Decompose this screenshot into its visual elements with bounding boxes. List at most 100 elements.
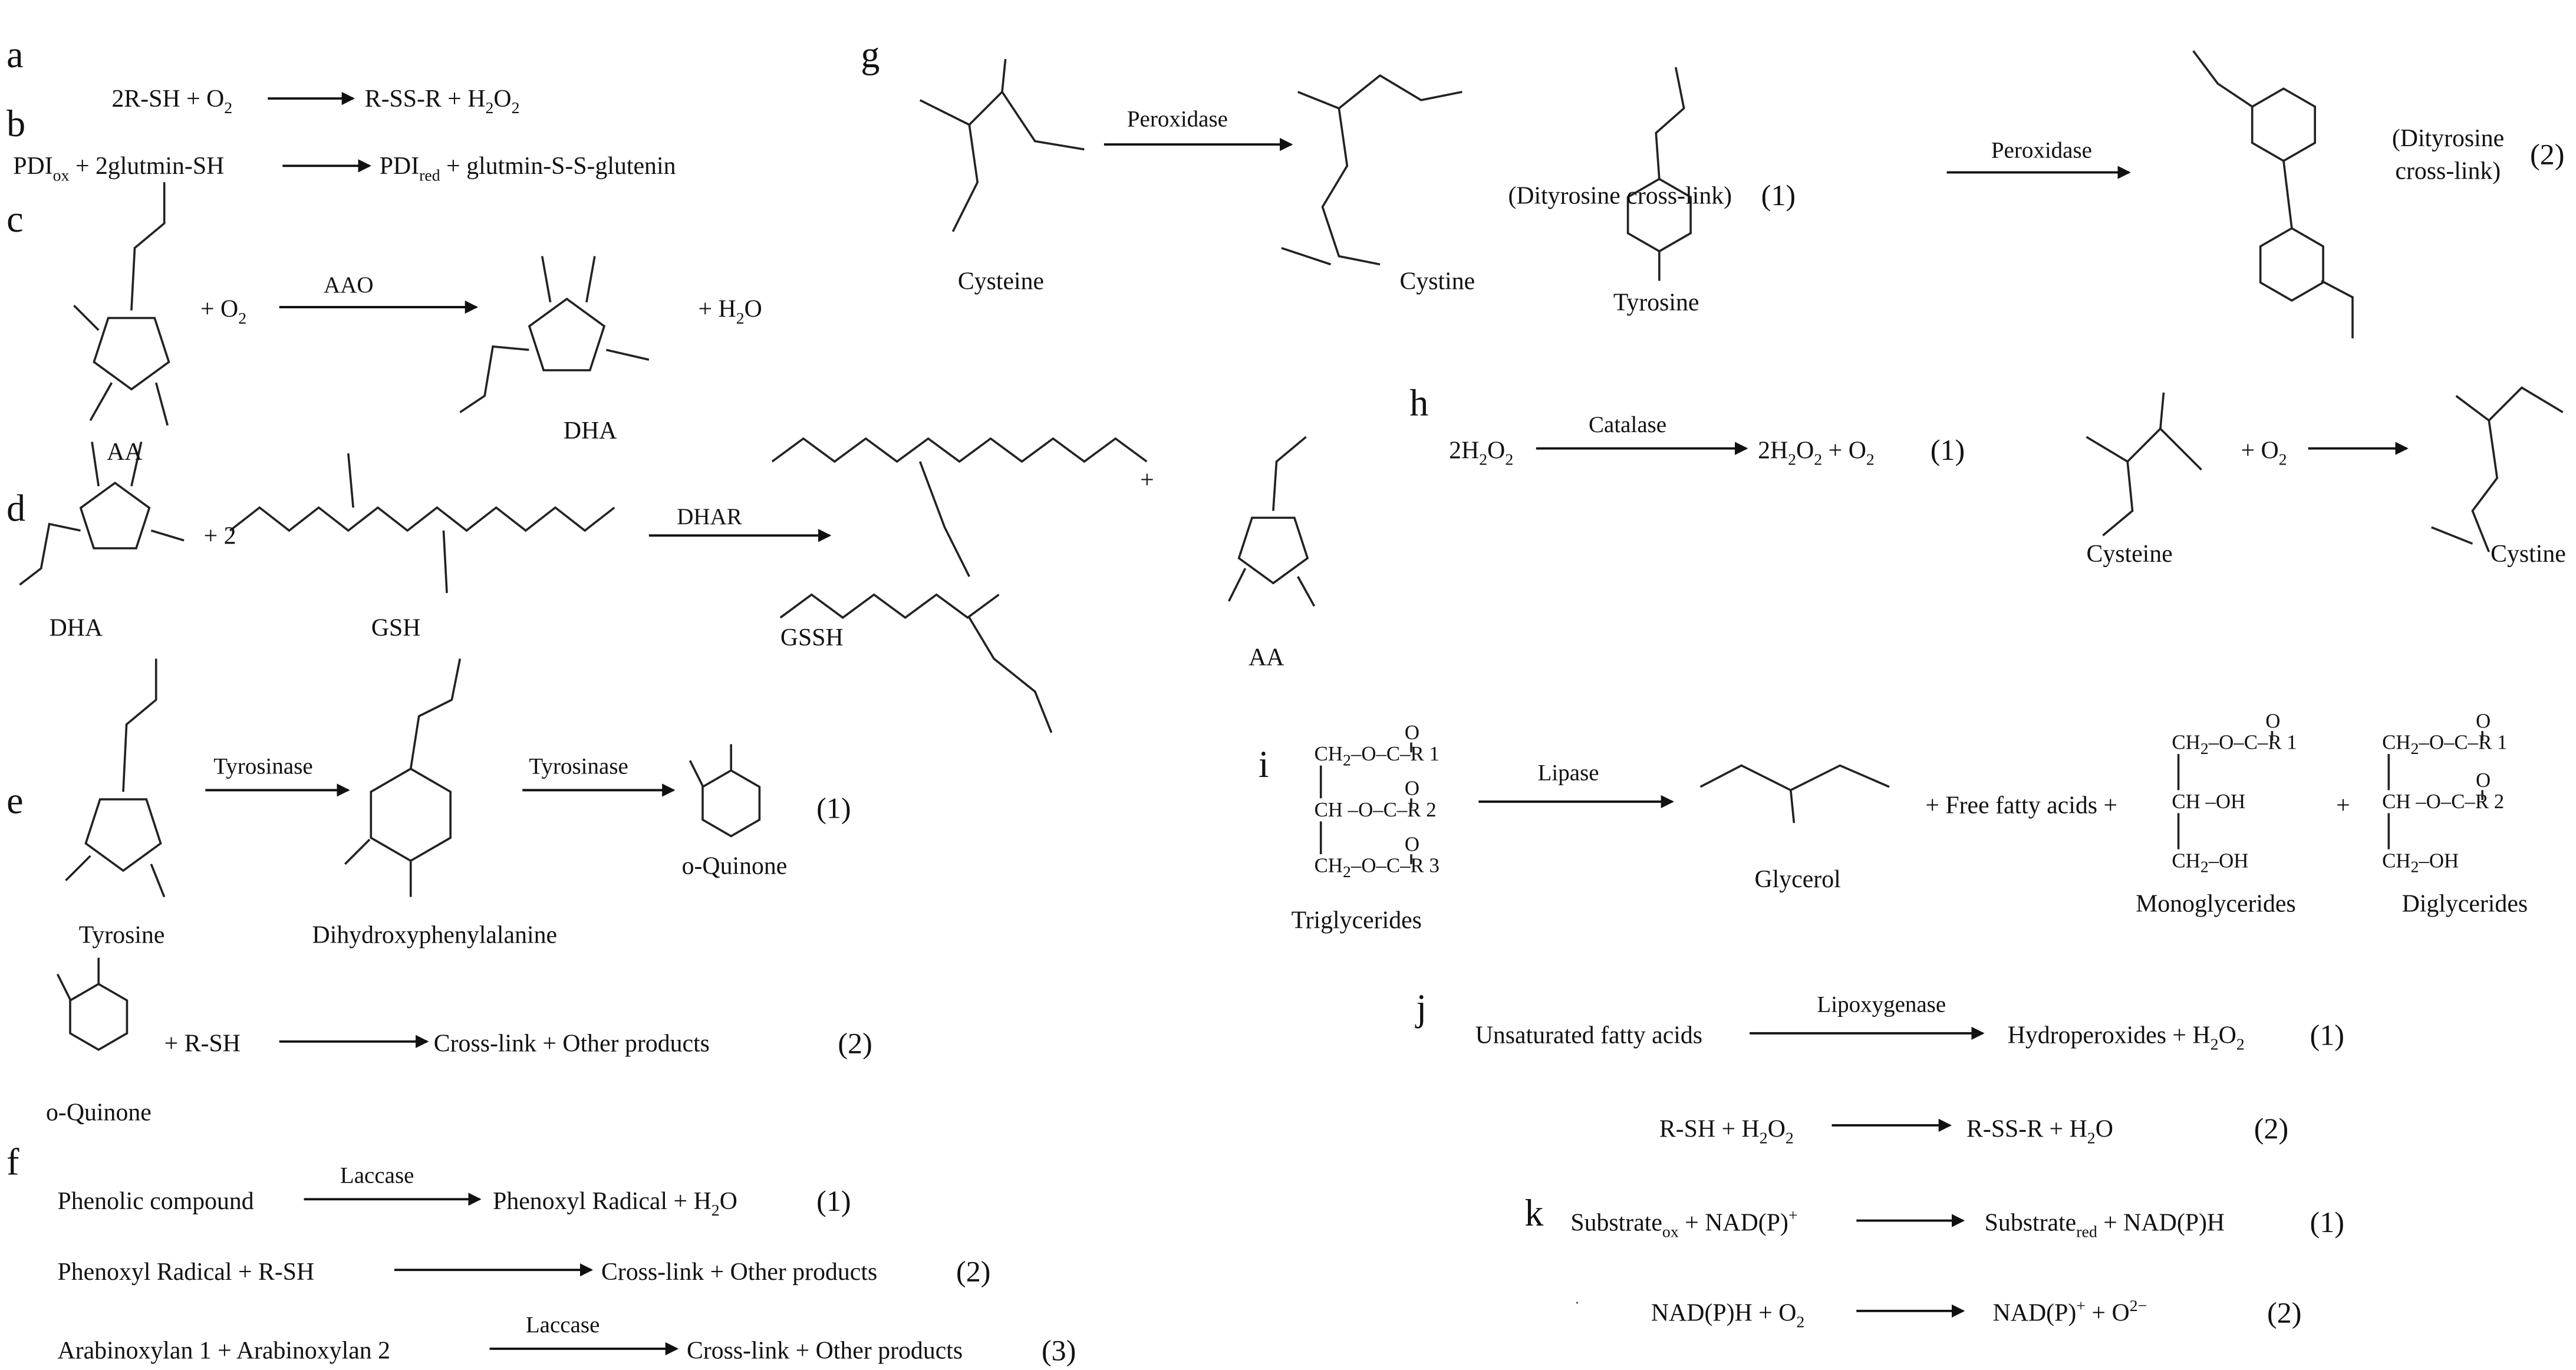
panel-label-k: k bbox=[1524, 1192, 1544, 1234]
enzyme-aao: AAO bbox=[324, 272, 374, 298]
plus-free-fatty-acids: + Free fatty acids + bbox=[1925, 792, 2117, 819]
cystine-label-h: Cystine bbox=[2491, 541, 2566, 568]
glutathione-backbone bbox=[229, 506, 615, 532]
dha-ring bbox=[79, 481, 151, 549]
glycerol-backbone bbox=[1699, 764, 1890, 792]
formula-segment: –O–C–R 1 bbox=[2418, 731, 2507, 754]
formula-segment: 2 bbox=[2201, 740, 2209, 758]
carbonyl-oxygen: O bbox=[2265, 709, 2280, 732]
gssh-label: GSSH bbox=[780, 624, 844, 651]
plus-h2o: + H2O bbox=[698, 296, 762, 328]
phenoxyl-product: Phenoxyl Radical + H2O bbox=[493, 1188, 737, 1220]
enzyme-dhar: DHAR bbox=[677, 504, 742, 529]
biaryl-bond bbox=[2282, 160, 2293, 229]
glyceride-row: CH2–OH bbox=[2172, 849, 2248, 876]
aa-label: AA bbox=[107, 439, 142, 466]
plus-rsh: + R-SH bbox=[164, 1030, 241, 1057]
gsh-label: GSH bbox=[371, 614, 421, 641]
formula-segment: 2 bbox=[2411, 858, 2419, 877]
plus-o2: + O2 bbox=[200, 296, 246, 328]
hydroxyl-bond bbox=[73, 304, 100, 331]
dopa-ring bbox=[370, 768, 452, 862]
eq-a-rhs: R-SS-R + H2O2 bbox=[365, 85, 520, 117]
cysteine-backbone bbox=[2086, 427, 2202, 471]
hydroxyl-bond bbox=[344, 838, 371, 865]
monoglycerides-label: Monoglycerides bbox=[2136, 891, 2296, 918]
eq-number: (1) bbox=[2310, 1018, 2344, 1051]
eq-number: (2) bbox=[956, 1255, 990, 1288]
side-chain bbox=[2192, 50, 2253, 108]
carbonyl-bond bbox=[689, 760, 704, 788]
eq-number: (2) bbox=[2267, 1296, 2301, 1329]
enzyme-peroxidase-1: Peroxidase bbox=[1127, 106, 1228, 131]
formula-segment: CH bbox=[2382, 849, 2410, 872]
formula-segment: –OH bbox=[2208, 849, 2249, 872]
formula-segment: CH bbox=[1315, 742, 1343, 765]
ascorbic-acid-chain bbox=[130, 182, 166, 311]
crosslink-products-2: Cross-link + Other products bbox=[601, 1259, 877, 1286]
enzyme-tyrosinase-2: Tyrosinase bbox=[529, 753, 628, 779]
enzyme-lipoxygenase: Lipoxygenase bbox=[1817, 992, 1946, 1017]
molecule-structures bbox=[19, 50, 2564, 1051]
eq-number: (2) bbox=[2254, 1112, 2288, 1145]
carbonyl-oxygen: O bbox=[1405, 832, 1419, 855]
gssh-lower-chain bbox=[779, 593, 1000, 619]
panel-label-f: f bbox=[6, 1141, 19, 1183]
carbonyl-bond bbox=[2159, 392, 2165, 429]
tyrosine-label: Tyrosine bbox=[79, 922, 165, 949]
nadph-o2: NAD(P)H + O2 bbox=[1651, 1300, 1804, 1332]
side-chain bbox=[122, 658, 157, 792]
eq-number: (1) bbox=[816, 1184, 851, 1217]
o-quinone-label: o-Quinone bbox=[682, 853, 788, 880]
glyceride-row: CH2–O–C–R 1 bbox=[1315, 742, 1439, 769]
glycerol-label: Glycerol bbox=[1755, 866, 1841, 893]
eq-b-rhs: PDIred + glutmin-S-S-glutenin bbox=[380, 153, 676, 185]
coefficient: + 2 bbox=[204, 522, 236, 549]
formula-segment: CH –O–C–R 2 bbox=[1315, 798, 1437, 821]
phenoxyl-rsh: Phenoxyl Radical + R-SH bbox=[58, 1259, 315, 1286]
disulfide-bridge bbox=[1321, 108, 1381, 266]
enzyme-laccase-2: Laccase bbox=[526, 1312, 600, 1338]
hydroperoxides: Hydroperoxides + H2O2 bbox=[2008, 1022, 2245, 1054]
formula-segment: 2 bbox=[2411, 740, 2419, 758]
dityrosine-note-2b: cross-link) bbox=[2395, 158, 2501, 185]
panel-label-h: h bbox=[1409, 382, 1428, 424]
o-quinone-ring bbox=[69, 983, 129, 1051]
substrate-red: Substratered + NAD(P)H bbox=[1985, 1209, 2225, 1241]
eq-number: (2) bbox=[838, 1026, 872, 1059]
carbonyl-bond bbox=[605, 348, 650, 361]
formula-segment: CH –O–C–R 2 bbox=[2382, 790, 2504, 813]
dha-label-d: DHA bbox=[50, 614, 103, 641]
formula-segment: –O–C–R 3 bbox=[1350, 854, 1439, 877]
cysteine-label: Cysteine bbox=[958, 268, 1044, 295]
catalase-products: 2H2O2 + O2 bbox=[1758, 437, 1875, 469]
hydroxyl-bond bbox=[65, 855, 91, 881]
glyceride-row: CH2–OH bbox=[2382, 849, 2459, 876]
panel-label-c: c bbox=[6, 198, 23, 240]
tyrosine-side-chain bbox=[1655, 67, 1685, 179]
carbonyl-oxygen: O bbox=[1405, 721, 1419, 744]
carbonyl-bond bbox=[91, 442, 100, 487]
dopa-label: Dihydroxyphenylalanine bbox=[312, 922, 558, 949]
eq-b-lhs: PDIox + 2glutmin-SH bbox=[13, 153, 224, 185]
enzyme-catalase: Catalase bbox=[1589, 412, 1666, 437]
phenolic-compound: Phenolic compound bbox=[58, 1188, 254, 1215]
carbonyl-bond bbox=[1297, 576, 1316, 607]
dityrosine-note-1: (Dityrosine cross-link) bbox=[1508, 182, 1732, 209]
hydroxyl-bond bbox=[1790, 790, 1796, 824]
dityrosine-note-2a: (Dityrosine bbox=[2392, 125, 2504, 152]
ascorbic-acid-ring bbox=[93, 317, 170, 391]
plus-o2-h: + O2 bbox=[2241, 437, 2287, 469]
thiol-chain bbox=[951, 124, 979, 232]
enzyme-tyrosinase-1: Tyrosinase bbox=[213, 753, 312, 779]
arabinoxylans: Arabinoxylan 1 + Arabinoxylan 2 bbox=[58, 1338, 391, 1365]
ascorbic-acid-ring bbox=[1237, 516, 1309, 585]
enzyme-lipase: Lipase bbox=[1538, 760, 1599, 786]
eq-number: (1) bbox=[816, 792, 851, 825]
cystine-upper bbox=[1297, 74, 1462, 110]
formula-segment: –O–C–R 1 bbox=[2208, 731, 2297, 754]
eq-number: (1) bbox=[2310, 1206, 2344, 1239]
carbonyl-bond bbox=[150, 864, 166, 898]
eq-number: (1) bbox=[1931, 433, 1965, 466]
thiol-bond bbox=[442, 530, 448, 594]
